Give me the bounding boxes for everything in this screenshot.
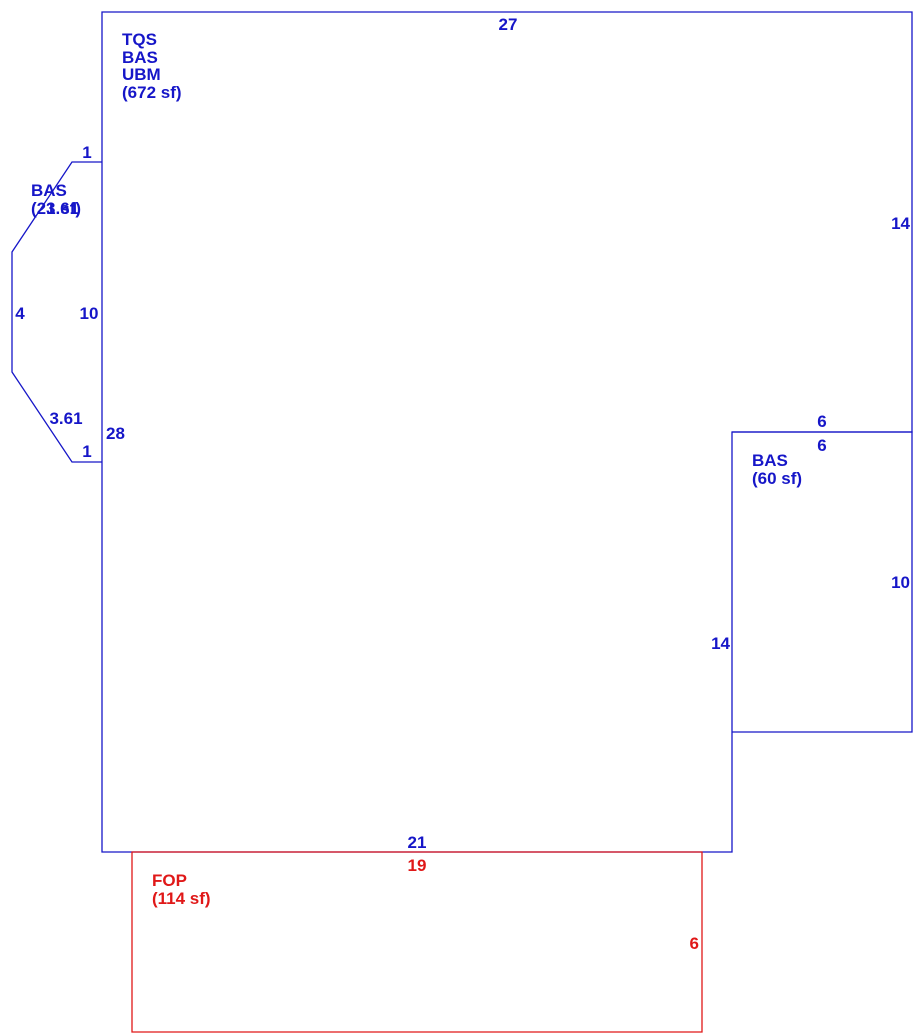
- dim-bay-inner-side: 10: [80, 304, 99, 323]
- main-area-label-line-1: TQS: [122, 30, 157, 49]
- dim-main-notch-vertical: 14: [711, 634, 730, 653]
- main-area-label-line-4: (672 sf): [122, 83, 182, 102]
- dim-bay-left-side: 4: [15, 304, 25, 323]
- side-area-label-line-1: BAS: [752, 451, 788, 470]
- main-area-label-line-3: UBM: [122, 65, 161, 84]
- dim-main-bottom: 21: [408, 833, 427, 852]
- dim-main-top: 27: [499, 15, 518, 34]
- dim-side-top-outer: 6: [817, 412, 826, 431]
- dim-bay-lower-diag: 3.61: [49, 409, 82, 428]
- dim-porch-right: 6: [690, 934, 699, 953]
- dim-bay-bottom-stub: 1: [82, 442, 91, 461]
- dim-main-left: 28: [106, 424, 125, 443]
- porch-area-outline: [131, 851, 703, 1033]
- side-area-outline: [732, 431, 913, 733]
- main-area-label-line-2: BAS: [122, 48, 158, 67]
- porch-area-label-line-1: FOP: [152, 871, 187, 890]
- dim-bay-top-stub: 1: [82, 143, 91, 162]
- bay-area-outline: [11, 161, 102, 463]
- dim-main-right-upper: 14: [891, 214, 910, 233]
- dim-side-right: 10: [891, 573, 910, 592]
- dim-side-top-inner: 6: [817, 436, 826, 455]
- bay-area-label-overlap: 3.61: [46, 199, 79, 218]
- dim-porch-top: 19: [408, 856, 427, 875]
- bay-area-label-line-2: (21 sf): [31, 199, 81, 218]
- side-area-label-line-2: (60 sf): [752, 469, 802, 488]
- bay-area-label-line-1: BAS: [31, 181, 67, 200]
- porch-area-label-line-2: (114 sf): [152, 889, 211, 908]
